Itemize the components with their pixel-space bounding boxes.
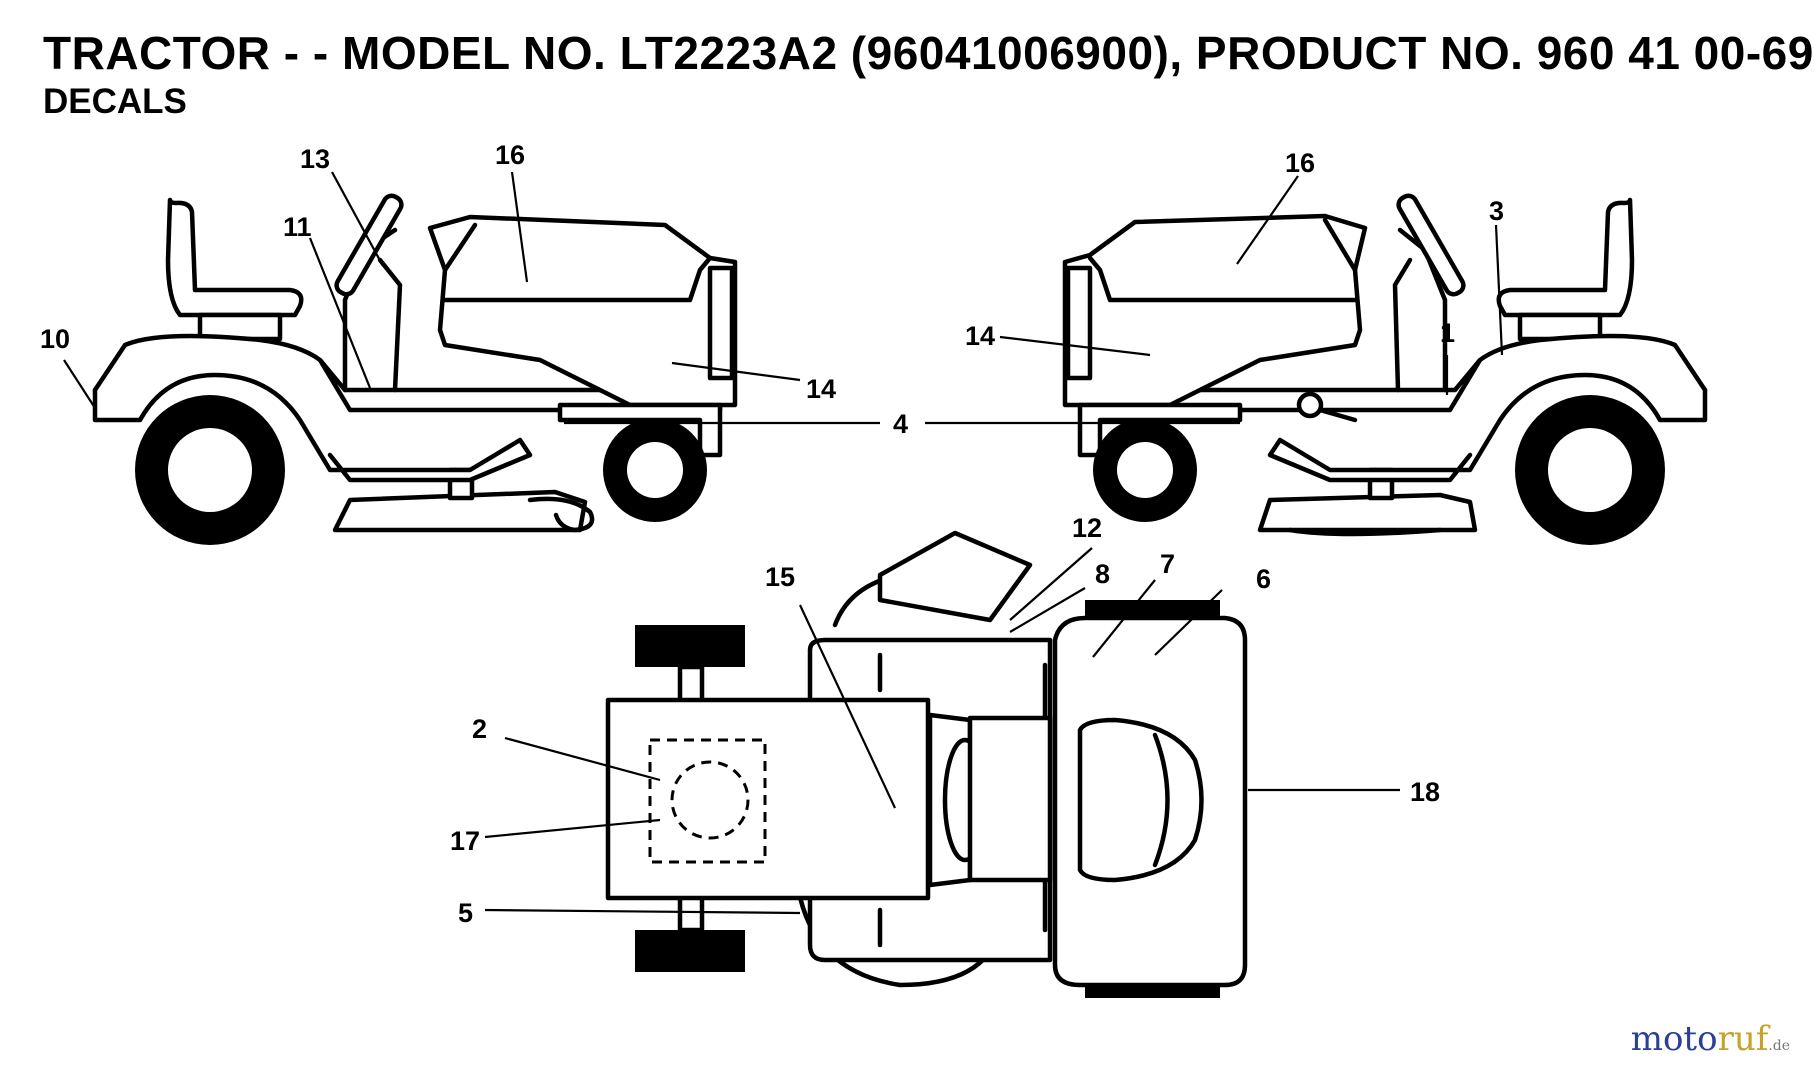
diagram-title: TRACTOR - - MODEL NO. LT2223A2 (96041006…: [43, 27, 1814, 79]
right-rear-fender: [1087, 333, 1708, 413]
callout-numbers: 10 11 13 16 14 4 14 16 3 1 12 8 7 6 15 2…: [40, 140, 1504, 928]
leader-5: [484, 908, 801, 915]
callout-6: 6: [1256, 564, 1271, 594]
leader-11: [308, 237, 372, 389]
leader-13: [331, 171, 384, 267]
leader-6: [1154, 589, 1223, 656]
right-front-hub: [1117, 442, 1173, 498]
leader-15: [799, 604, 896, 809]
left-mower-deck: [332, 489, 588, 533]
right-grille: [1065, 265, 1093, 381]
left-rear-hub: [168, 428, 252, 512]
callout-14-left: 14: [806, 374, 836, 404]
top-seat: [1077, 717, 1204, 883]
right-seat: [1496, 197, 1635, 318]
right-steering-column: [1392, 257, 1413, 393]
right-mower-deck: [1257, 492, 1478, 533]
left-steering-column: [377, 257, 403, 393]
leader-7: [1092, 579, 1156, 658]
left-deck-chute: [527, 496, 595, 533]
callout-14-right: 14: [965, 321, 995, 351]
leader-12: [1009, 547, 1093, 621]
right-deck-chute: [1287, 527, 1443, 537]
callout-5: 5: [458, 898, 473, 928]
leader-17: [484, 818, 661, 839]
leader-16-left: [510, 171, 529, 283]
leader-14-right: [999, 335, 1151, 357]
top-front-right-wheel: [635, 930, 745, 972]
callout-16-left: 16: [495, 140, 525, 170]
left-hood-line: [442, 255, 713, 303]
right-hood: [1062, 213, 1368, 408]
callout-18: 18: [1410, 777, 1440, 807]
left-steering-wheel: [334, 193, 404, 297]
left-rear-fender: [92, 333, 723, 413]
leader-8: [1009, 587, 1086, 633]
callout-7: 7: [1160, 549, 1175, 579]
leader-lines: [63, 171, 1504, 915]
top-front-left-wheel: [635, 625, 745, 667]
right-steering-wheel: [1396, 193, 1466, 297]
left-seat: [165, 197, 304, 318]
callout-11: 11: [283, 212, 312, 242]
right-side-view: [1062, 193, 1708, 545]
leader-14-left: [671, 361, 801, 382]
top-rear-left-tire: [1085, 600, 1220, 618]
callout-4: 4: [893, 409, 908, 439]
top-hood-decal-circle: [670, 760, 750, 840]
left-hood-edge: [442, 222, 478, 273]
callout-12: 12: [1072, 513, 1102, 543]
right-hood-line: [1087, 255, 1358, 303]
diagram-subtitle: DECALS: [43, 82, 187, 121]
callout-1: 1: [1440, 318, 1455, 348]
callout-3: 3: [1489, 196, 1504, 226]
callout-10: 10: [40, 324, 70, 354]
top-seat-back: [1152, 732, 1170, 868]
leader-16-right: [1236, 175, 1299, 265]
left-side-view: [92, 193, 738, 545]
ignition-key-icon: [1296, 391, 1324, 419]
left-front-hub: [627, 442, 683, 498]
top-discharge-chute: [877, 530, 1033, 623]
right-hood-edge: [1322, 217, 1358, 273]
callout-13: 13: [300, 144, 330, 174]
site-watermark-logo: motoruf.de: [1630, 1019, 1790, 1059]
top-view: [605, 530, 1248, 998]
callout-15: 15: [765, 562, 795, 592]
leader-3: [1494, 224, 1504, 356]
right-dash-panel: [1397, 227, 1448, 393]
top-hood-decal-outline: [648, 738, 767, 864]
callout-8: 8: [1095, 559, 1110, 589]
callout-2: 2: [472, 714, 487, 744]
top-hood: [605, 697, 931, 901]
left-hood: [427, 214, 738, 408]
right-rear-hub: [1548, 428, 1632, 512]
callout-16-right: 16: [1285, 148, 1315, 178]
callout-17: 17: [450, 826, 480, 856]
ignition-key-blade: [1317, 407, 1358, 423]
top-steering-base: [967, 715, 1053, 883]
left-grille: [707, 265, 735, 381]
leader-10: [63, 359, 96, 409]
leader-2: [504, 736, 661, 782]
